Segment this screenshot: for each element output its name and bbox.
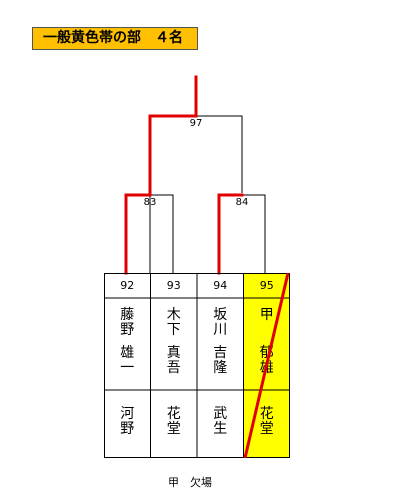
entry-number: 94 [213, 279, 228, 292]
entry-family-name: 甲 [259, 307, 274, 323]
entry-number: 92 [120, 279, 135, 292]
entry-club: 花堂 [244, 390, 291, 458]
entry-club-name: 河野 [120, 406, 135, 437]
entry-club: 河野 [104, 390, 151, 458]
withdrawal-strike-line [243, 273, 290, 458]
entry-number: 93 [166, 279, 181, 292]
entry-table: 92 藤野 雄一 河野 93 木下 真吾 花堂 94 坂川 吉隆 武生 95 甲… [104, 273, 290, 458]
match-label-semi-right: 84 [235, 197, 249, 208]
entry-family-name: 木下 [166, 307, 181, 338]
entry-column-2: 93 木下 真吾 花堂 [151, 273, 198, 458]
entry-column-3: 94 坂川 吉隆 武生 [197, 273, 244, 458]
entry-given-name: 吉隆 [213, 345, 228, 376]
entry-name: 坂川 吉隆 [197, 298, 244, 390]
winner-path [124, 75, 244, 275]
entry-club-name: 花堂 [166, 406, 181, 437]
entry-name: 藤野 雄一 [104, 298, 151, 390]
division-title: 一般黄色帯の部 ４名 [32, 27, 198, 50]
match-label-final: 97 [189, 118, 203, 129]
entry-club: 武生 [197, 390, 244, 458]
entry-given-name: 雄一 [120, 345, 135, 376]
entry-grid-lines [104, 273, 290, 458]
entry-column-1: 92 藤野 雄一 河野 [104, 273, 151, 458]
entry-club: 花堂 [151, 390, 198, 458]
entry-family-name: 坂川 [213, 307, 228, 338]
withdrawal-note: 甲 欠場 [168, 476, 212, 489]
entry-club-name: 花堂 [259, 406, 274, 437]
semi-left-advance [124, 193, 152, 275]
entry-name: 木下 真吾 [151, 298, 198, 390]
entry-club-name: 武生 [213, 406, 228, 437]
entry-given-name: 真吾 [166, 345, 181, 376]
entry-family-name: 藤野 [120, 307, 135, 338]
entry-number: 95 [259, 279, 274, 292]
match-label-semi-left: 83 [143, 197, 157, 208]
